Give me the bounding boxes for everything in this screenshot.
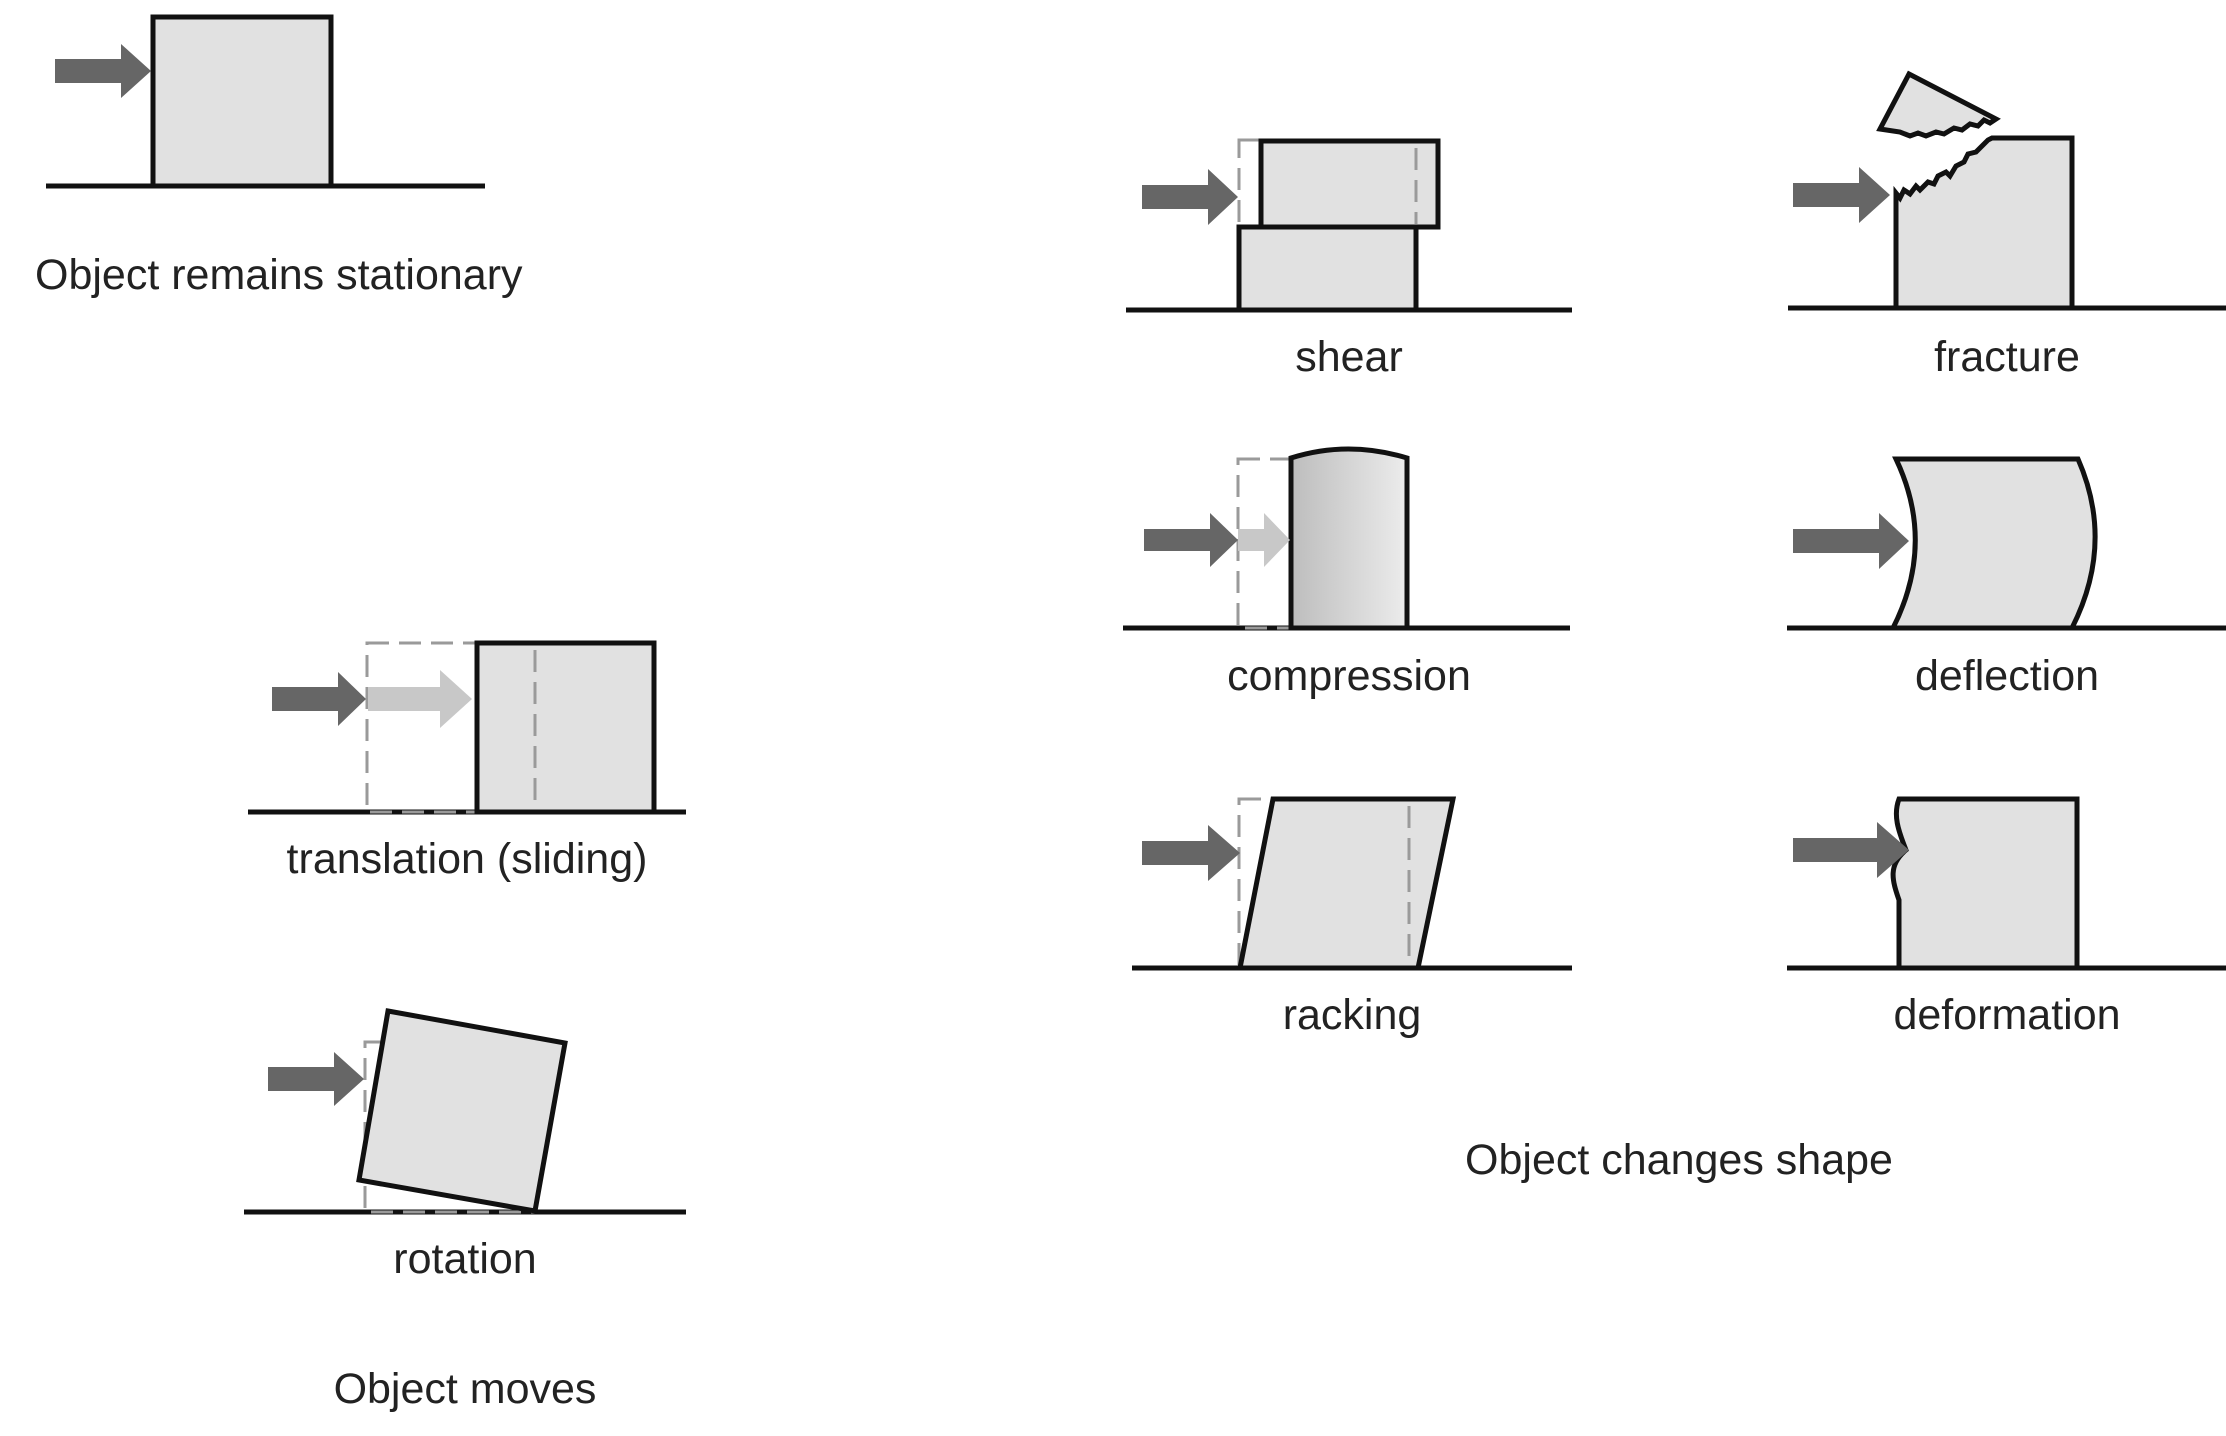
- deflected-block: [1888, 456, 2098, 631]
- force-arrow-icon: [1142, 825, 1240, 881]
- label-fracture: fracture: [1934, 333, 2080, 381]
- force-arrow-icon: [1142, 169, 1238, 225]
- racked-block: [1236, 796, 1457, 971]
- broken-piece: [1876, 70, 2001, 139]
- force-arrow-icon: [272, 672, 366, 726]
- block: [150, 14, 334, 189]
- panel-shear: [1126, 138, 1572, 313]
- panel-deformation: [1787, 796, 2226, 971]
- force-arrow-icon: [1793, 822, 1909, 878]
- label-compression: compression: [1227, 652, 1471, 700]
- label-translation: translation (sliding): [286, 835, 648, 883]
- panel-stationary: [46, 14, 485, 189]
- fractured-block: [1893, 135, 2075, 311]
- lower-block: [1236, 224, 1419, 313]
- panel-fracture: [1788, 70, 2226, 311]
- ghost-arrow-icon: [1238, 513, 1290, 567]
- block: [474, 640, 657, 815]
- panel-translation: [248, 640, 686, 815]
- label-deflection: deflection: [1914, 652, 2100, 700]
- label-stationary: Object remains stationary: [35, 251, 523, 299]
- rotated-block: [356, 1008, 568, 1214]
- force-arrow-icon: [1144, 513, 1238, 567]
- label-rotation: rotation: [393, 1235, 537, 1283]
- force-arrow-icon: [55, 44, 151, 98]
- ghost-arrow-icon: [368, 670, 472, 728]
- label-racking: racking: [1282, 991, 1422, 1039]
- original-position-outline: [365, 641, 537, 814]
- force-arrow-icon: [1793, 513, 1909, 569]
- label-object-moves: Object moves: [333, 1365, 597, 1413]
- force-arrow-icon: [268, 1052, 364, 1106]
- panel-rotation: [244, 1008, 686, 1215]
- panel-racking: [1132, 796, 1572, 971]
- label-shear: shear: [1295, 333, 1403, 381]
- label-deformation: deformation: [1893, 991, 2121, 1039]
- deformed-block: [1890, 796, 2080, 971]
- label-object-changes-shape: Object changes shape: [1465, 1136, 1893, 1184]
- panel-deflection: [1787, 456, 2226, 631]
- panel-compression: [1123, 446, 1570, 631]
- upper-block: [1258, 138, 1441, 230]
- force-arrow-icon: [1793, 167, 1890, 223]
- compressed-block: [1288, 446, 1410, 631]
